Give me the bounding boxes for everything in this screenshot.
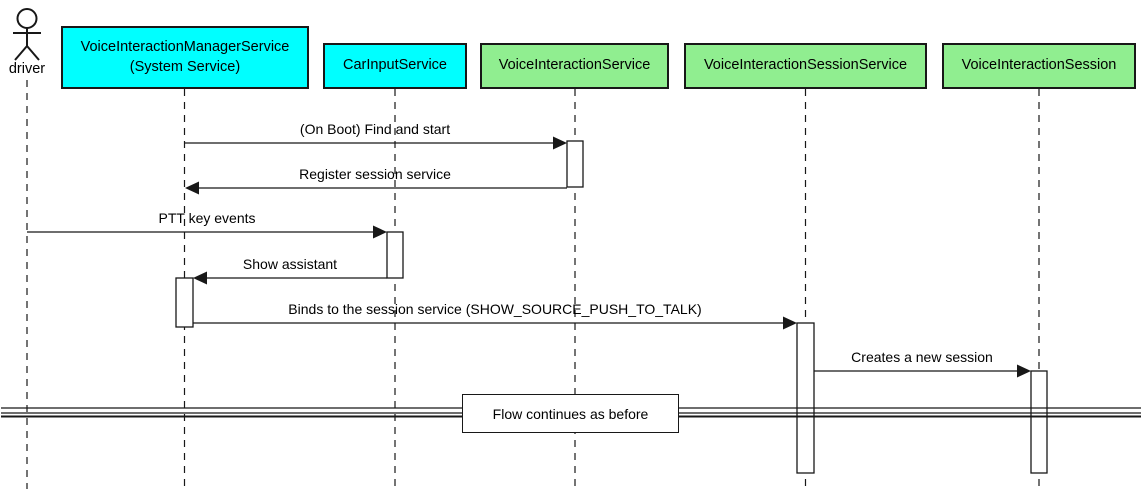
- participant-voice-interaction-session-service: VoiceInteractionSessionService: [684, 43, 927, 89]
- message-label-show-assistant: Show assistant: [242, 256, 338, 272]
- participant-title: VoiceInteractionSessionService: [703, 57, 908, 74]
- participant-car-input-service: CarInputService: [323, 43, 467, 89]
- participant-title: VoiceInteractionManagerService: [80, 38, 290, 55]
- arrowhead-left-icon: [185, 181, 199, 195]
- message-label-on-boot-find-and-start: (On Boot) Find and start: [299, 121, 451, 137]
- participant-voice-interaction-service: VoiceInteractionService: [480, 43, 669, 89]
- message-label-creates-a-new-session: Creates a new session: [851, 349, 993, 365]
- message-label-binds-to-session-service: Binds to the session service (SHOW_SOURC…: [288, 301, 702, 317]
- arrowhead-right-icon: [783, 316, 797, 330]
- activation-bar-car-input-service: [386, 231, 404, 279]
- participant-voice-interaction-session: VoiceInteractionSession: [942, 43, 1136, 89]
- arrowhead-right-icon: [373, 225, 387, 239]
- actor-label: driver: [8, 61, 46, 77]
- participant-title: VoiceInteractionSession: [961, 57, 1117, 74]
- arrowhead-right-icon: [1017, 364, 1031, 378]
- arrowhead-right-icon: [553, 136, 567, 150]
- participant-voice-interaction-manager-service: VoiceInteractionManagerService (System S…: [61, 26, 309, 89]
- divider-flow-continues: Flow continues as before: [462, 394, 679, 433]
- message-label-register-session-service: Register session service: [299, 166, 451, 182]
- arrowhead-left-icon: [193, 271, 207, 285]
- participant-title: CarInputService: [343, 57, 447, 74]
- actor-icon: [13, 8, 41, 61]
- message-label-ptt-key-events: PTT key events: [158, 210, 256, 226]
- activation-bar-voice-interaction-manager-service: [175, 277, 194, 328]
- activation-bar-voice-interaction-service: [566, 140, 584, 188]
- divider-label-text: Flow continues as before: [492, 405, 649, 422]
- participant-title: VoiceInteractionService: [498, 57, 651, 74]
- activation-bar-voice-interaction-session-service: [796, 322, 815, 474]
- participant-subtitle: (System Service): [129, 58, 241, 75]
- activation-bar-voice-interaction-session: [1030, 370, 1048, 474]
